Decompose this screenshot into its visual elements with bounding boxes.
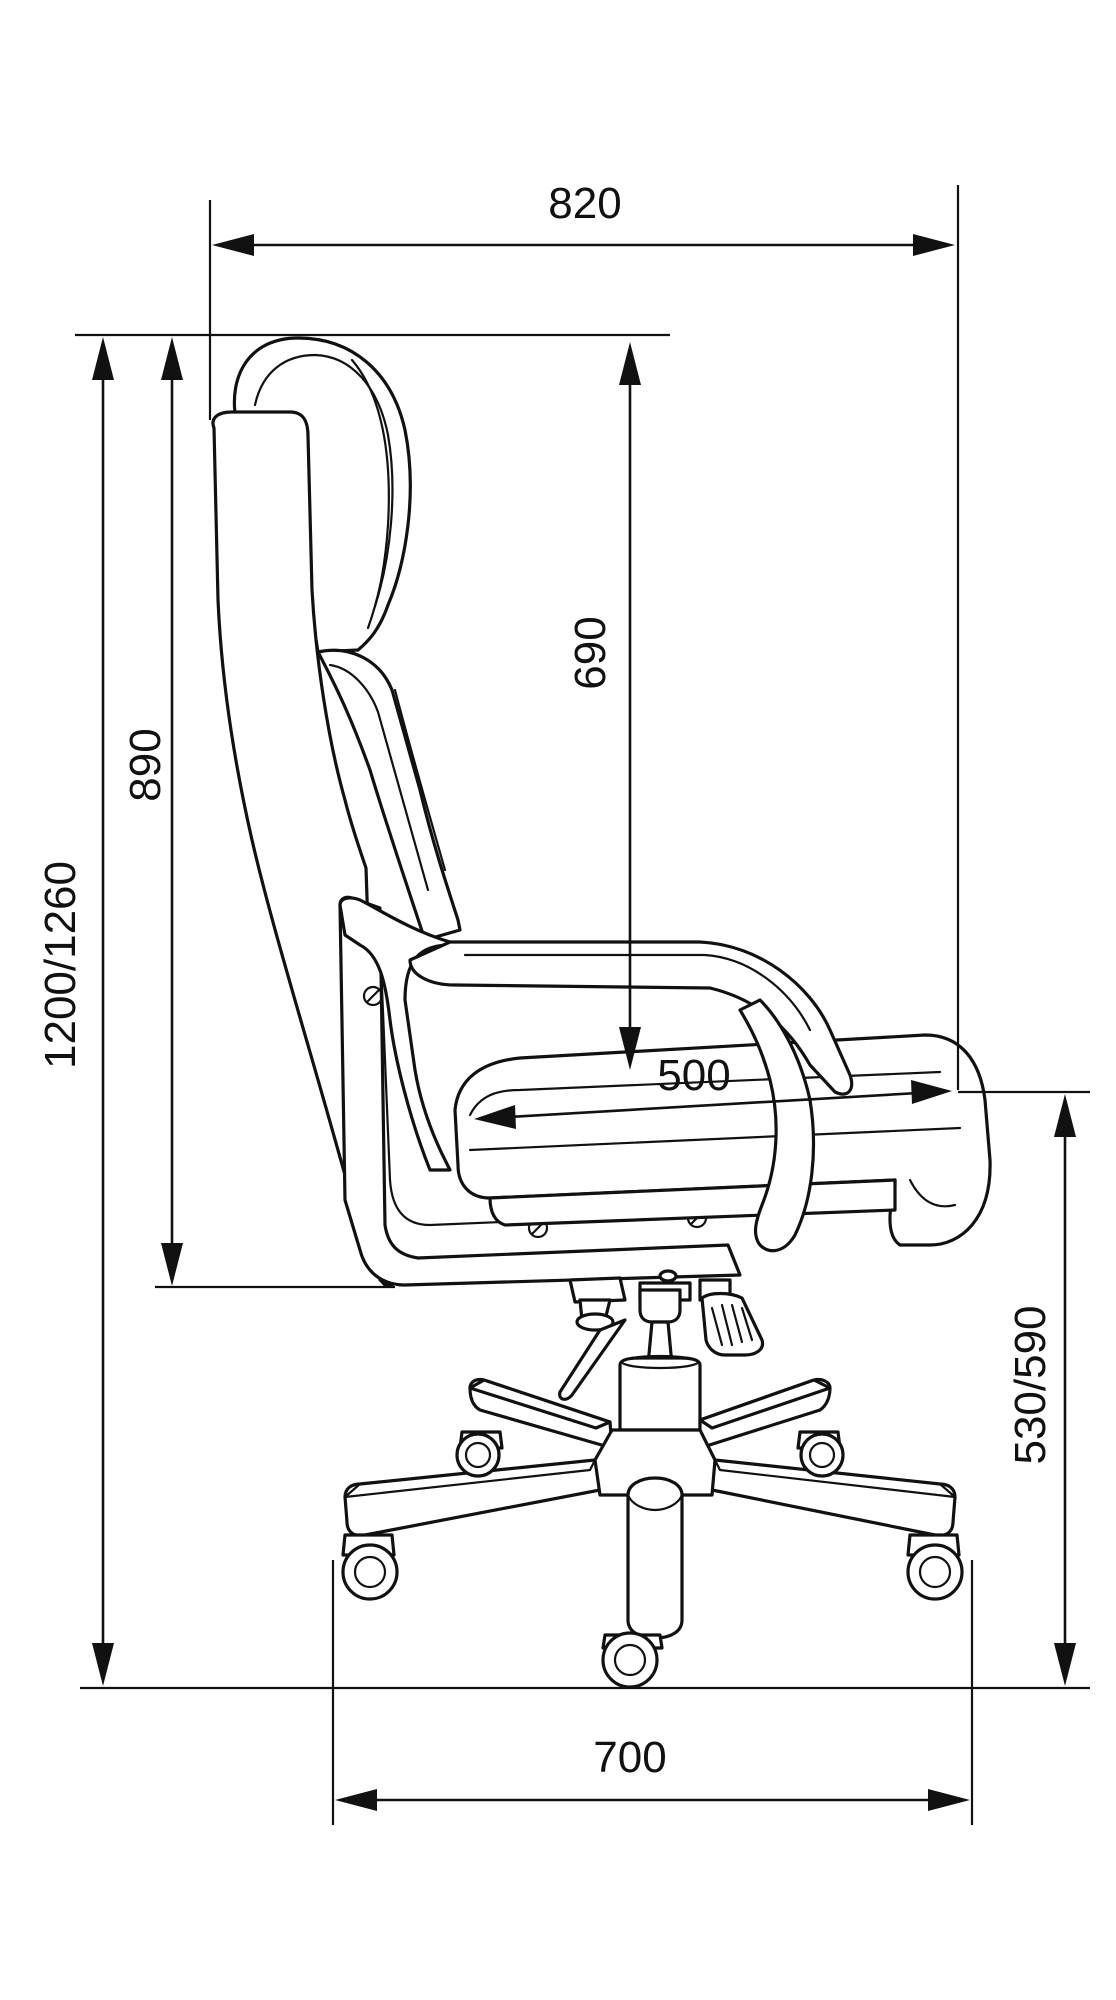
dim-base-width: 700 [335, 1733, 970, 1811]
dim-seat-height-label: 530/590 [1006, 1305, 1055, 1464]
dim-backrest-to-seat-label: 690 [566, 616, 615, 689]
dim-backrest-height: 890 [121, 337, 183, 1286]
dim-seat-depth: 500 [474, 1051, 952, 1129]
gas-lift [618, 1288, 702, 1432]
dim-seat-height: 530/590 [1006, 1094, 1076, 1686]
dimension-lines: 820 1200/1260 890 690 500 [36, 179, 1090, 1825]
dim-backrest-height-label: 890 [121, 728, 170, 801]
casters [341, 1430, 964, 1689]
dim-overall-depth-label: 820 [548, 179, 621, 228]
office-chair-side-view [211, 336, 992, 1689]
dim-seat-depth-label: 500 [657, 1051, 730, 1100]
star-base [343, 1377, 957, 1640]
dim-overall-height-label: 1200/1260 [36, 861, 85, 1069]
dim-overall-height: 1200/1260 [36, 337, 114, 1686]
armrest [338, 896, 854, 1253]
dim-backrest-to-seat: 690 [566, 342, 641, 1070]
dim-base-width-label: 700 [593, 1733, 666, 1782]
dim-overall-depth: 820 [212, 179, 955, 256]
